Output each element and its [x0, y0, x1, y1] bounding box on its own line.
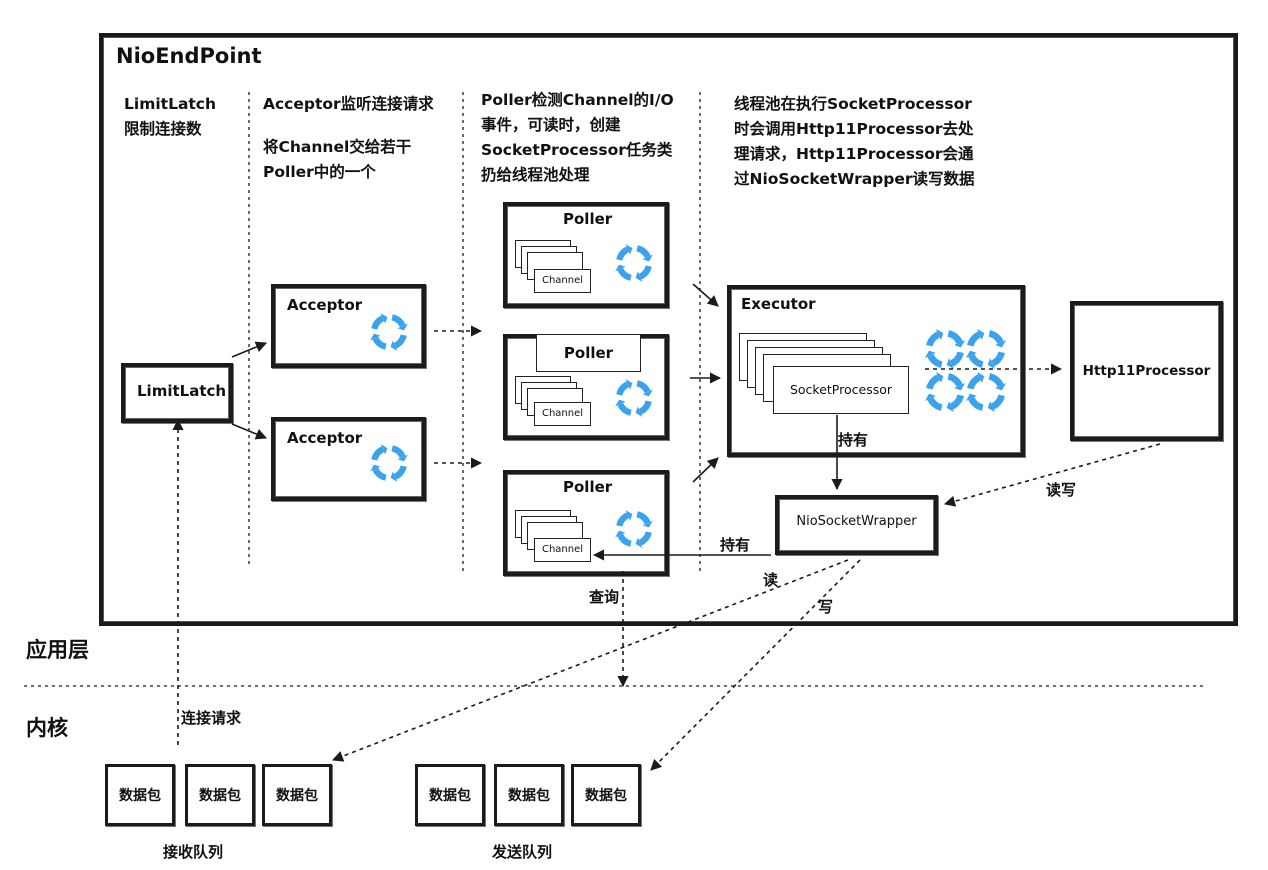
poller-label: Poller	[563, 478, 613, 496]
receive-packet: 数据包	[262, 764, 332, 826]
executor-description: 线程池在执行SocketProcessor 时会调用Http11Processo…	[734, 92, 975, 192]
cycle-icon-graphic	[924, 328, 966, 370]
cycle-icon-graphic	[370, 444, 408, 482]
limitlatch-description: LimitLatch 限制连接数	[124, 92, 216, 142]
poller-label-card: Poller	[536, 334, 641, 372]
arrow-read	[331, 559, 849, 762]
channel-card: Channel	[534, 538, 591, 562]
limitlatch-label: LimitLatch	[137, 382, 227, 400]
arrow-latch-acceptor-1	[231, 341, 268, 358]
cycle-icon-graphic	[965, 328, 1007, 370]
receive-packet: 数据包	[105, 764, 175, 826]
limitlatch-box: LimitLatch	[121, 363, 233, 423]
desc-line: 理请求，Http11Processor会通	[734, 145, 974, 163]
acceptor-box-1: Acceptor	[271, 284, 426, 368]
channel-label: Channel	[541, 544, 584, 555]
channel-card: Channel	[534, 269, 591, 293]
acceptor-description: Acceptor监听连接请求 将Channel交给若干 Poller中的一个	[263, 92, 434, 185]
arrow-write	[650, 559, 861, 771]
read-label: 读	[763, 571, 779, 589]
channel-card: Channel	[534, 402, 591, 426]
send-packet: 数据包	[571, 764, 641, 826]
cycle-icon-graphic	[615, 510, 653, 548]
poller-label: Poller	[563, 210, 613, 228]
application-layer-label: 应用层	[26, 638, 89, 662]
executor-label: Executor	[741, 295, 816, 313]
poller-description: Poller检测Channel的I/O 事件，可读时，创建 SocketProc…	[481, 88, 674, 188]
desc-line: Poller中的一个	[263, 163, 376, 181]
read-write-label: 读写	[1046, 481, 1077, 499]
desc-line: Acceptor监听连接请求	[263, 95, 434, 113]
poller-box-2: Poller Channel	[503, 334, 669, 440]
holds-label-channel: 持有	[720, 536, 751, 554]
desc-line: SocketProcessor任务类	[481, 141, 673, 159]
cycle-icon	[924, 328, 966, 370]
nio-socket-wrapper-box: NioSocketWrapper	[775, 495, 938, 555]
poller-box-3: Poller Channel	[503, 470, 669, 576]
socket-processor-label: SocketProcessor	[789, 382, 893, 397]
cycle-icon	[965, 328, 1007, 370]
desc-line: 线程池在执行SocketProcessor	[734, 95, 972, 113]
desc-line: 将Channel交给若干	[263, 138, 412, 156]
cycle-icon	[369, 312, 409, 352]
arrow-http11-wrapper	[943, 443, 1161, 507]
acceptor-box-2: Acceptor	[271, 417, 426, 501]
cycle-icon-graphic	[615, 244, 653, 282]
executor-box: Executor SocketProcessor	[727, 285, 1025, 457]
cycle-icon-graphic	[924, 371, 966, 413]
http11-processor-box: Http11Processor	[1070, 301, 1223, 441]
desc-line: 限制连接数	[124, 120, 202, 138]
channel-label: Channel	[541, 275, 584, 286]
cycle-icon	[614, 509, 654, 549]
cycle-icon	[924, 371, 966, 413]
send-packet: 数据包	[415, 764, 485, 826]
cycle-icon	[614, 378, 654, 418]
holds-label-executor: 持有	[838, 431, 869, 449]
send-queue-label: 发送队列	[492, 843, 553, 861]
cycle-icon	[369, 443, 409, 483]
socket-processor-card: SocketProcessor	[773, 366, 909, 414]
http11-processor-label: Http11Processor	[1082, 363, 1211, 379]
nio-socket-wrapper-label: NioSocketWrapper	[796, 514, 917, 529]
arrow-latch-acceptor-2	[231, 423, 268, 440]
cycle-icon	[965, 371, 1007, 413]
poller-label: Poller	[563, 344, 614, 362]
desc-line: 时会调用Http11Processor去处	[734, 120, 974, 138]
cycle-icon-graphic	[615, 379, 653, 417]
receive-queue-label: 接收队列	[163, 843, 224, 861]
poller-box-1: Poller Channel	[503, 202, 669, 308]
arrow-poller1-executor	[692, 283, 719, 307]
receive-packet: 数据包	[185, 764, 255, 826]
write-label: 写	[818, 598, 834, 616]
endpoint-title: NioEndPoint	[116, 44, 262, 68]
acceptor-label: Acceptor	[287, 429, 363, 447]
send-packet: 数据包	[494, 764, 564, 826]
connection-request-label: 连接请求	[181, 709, 242, 727]
desc-line: 扔给线程池处理	[481, 166, 590, 184]
nio-endpoint-frame	[99, 33, 1238, 626]
desc-line: 事件，可读时，创建	[481, 116, 621, 134]
channel-label: Channel	[541, 408, 584, 419]
cycle-icon-graphic	[370, 313, 408, 351]
cycle-icon	[614, 243, 654, 283]
cycle-icon-graphic	[965, 371, 1007, 413]
query-label: 查询	[589, 588, 620, 606]
desc-line: 过NioSocketWrapper读写数据	[734, 170, 975, 188]
desc-line: LimitLatch	[124, 95, 217, 113]
arrow-poller3-executor	[692, 457, 719, 483]
acceptor-label: Acceptor	[287, 296, 363, 314]
kernel-layer-label: 内核	[26, 716, 68, 740]
desc-line: Poller检测Channel的I/O	[481, 91, 674, 109]
